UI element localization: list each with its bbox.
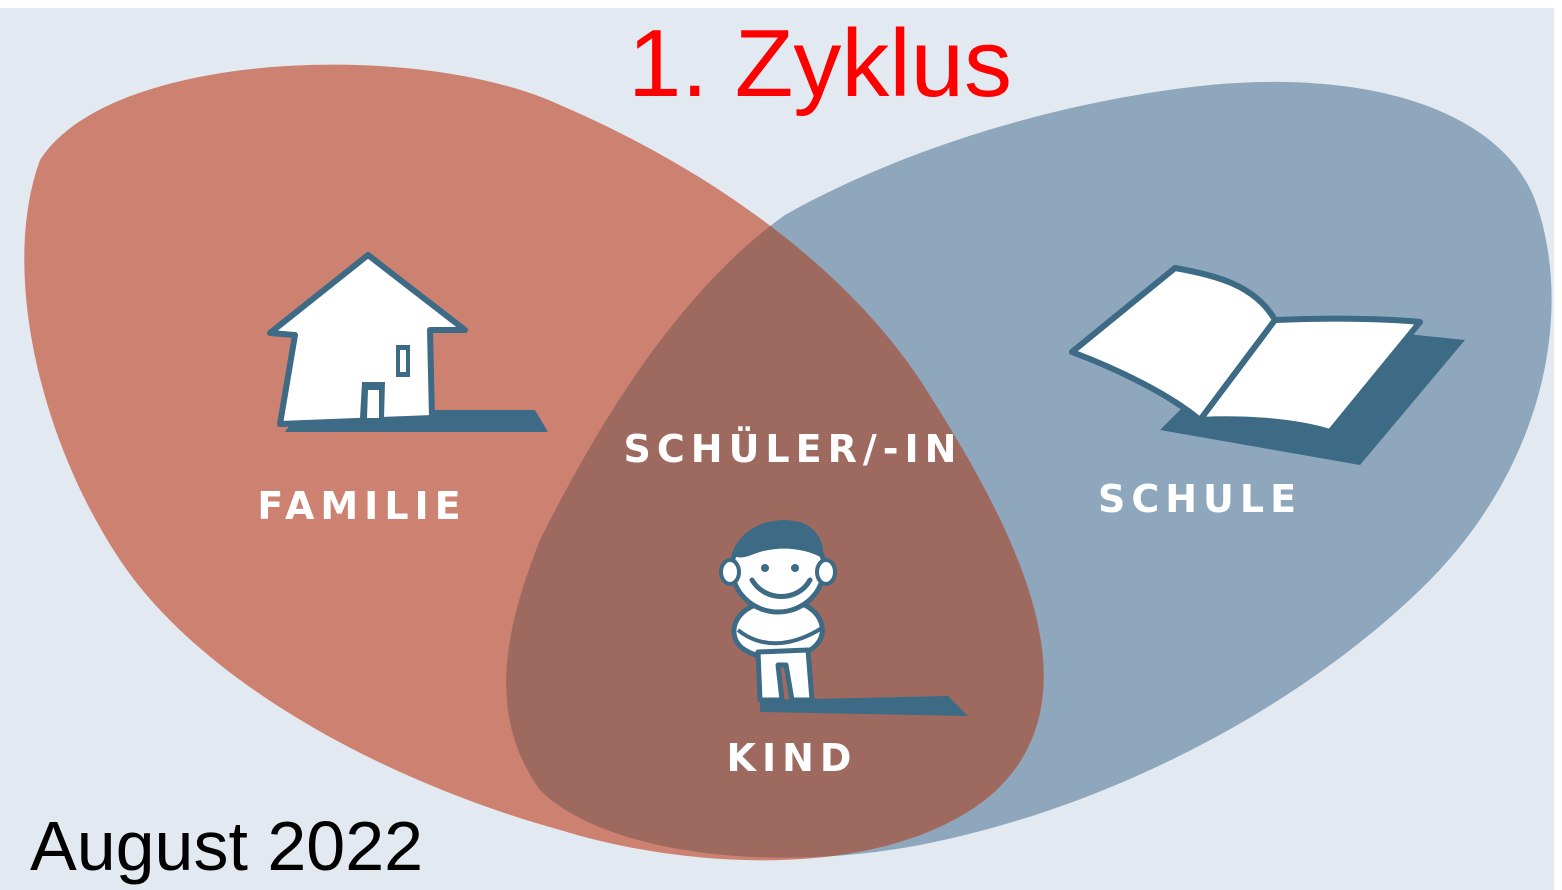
label-familie: FAMILIE <box>257 484 466 528</box>
label-schule: SCHULE <box>1098 477 1302 521</box>
right-border <box>1554 0 1562 890</box>
date-label: August 2022 <box>30 807 423 885</box>
house-icon <box>267 252 548 432</box>
label-schueler: SCHÜLER/-IN <box>624 427 963 471</box>
child-icon <box>719 520 968 716</box>
page-title: 1. Zyklus <box>628 10 1012 117</box>
label-kind: KIND <box>727 736 858 780</box>
open-book-icon <box>1069 265 1465 465</box>
top-border <box>0 0 1562 8</box>
